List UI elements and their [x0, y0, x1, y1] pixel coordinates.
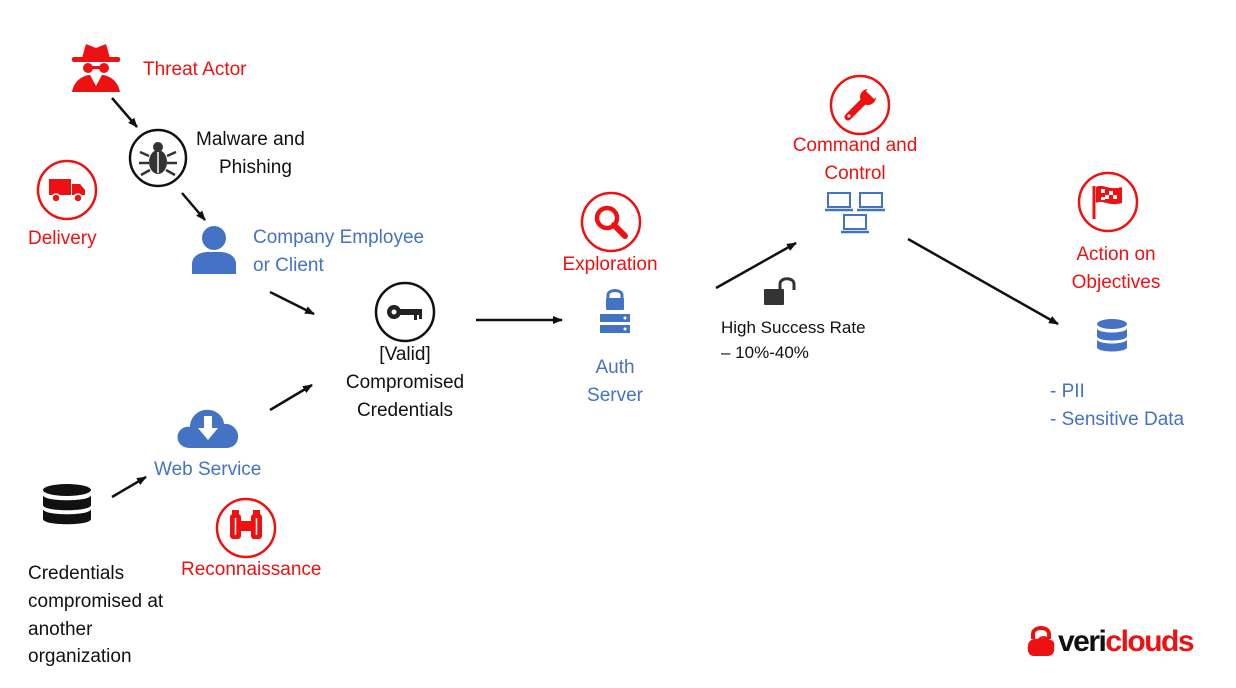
- user-icon: [192, 226, 236, 274]
- other-org-label-line2: compromised at: [28, 591, 164, 612]
- network-icon: [825, 192, 885, 234]
- binoculars-icon: [215, 497, 277, 559]
- logo-text: vericlouds: [1058, 625, 1195, 659]
- action-label-line2: Objectives: [1071, 272, 1161, 293]
- logo-prefix: veri: [1058, 625, 1107, 658]
- malware-label-line2: Phishing: [219, 157, 292, 178]
- unlock-icon: [764, 277, 796, 305]
- employee-label-line1: Company Employee: [253, 227, 425, 248]
- malware-label-line1: Malware and: [196, 129, 305, 150]
- c2-label-line2: Control: [824, 163, 886, 184]
- creds-label-line2: Compromised: [345, 372, 465, 393]
- arrow-malware-to-employee: [181, 192, 206, 221]
- creds-label-line1: [Valid]: [379, 344, 431, 365]
- pii-label: - PII: [1050, 381, 1085, 402]
- action-label-line1: Action on: [1076, 244, 1156, 265]
- spy-icon: [72, 44, 120, 92]
- logo-lock-icon: [1027, 626, 1055, 656]
- employee-label-line2: or Client: [253, 255, 324, 276]
- reconnaissance-label: Reconnaissance: [181, 559, 322, 580]
- threat-actor-label: Threat Actor: [143, 59, 247, 80]
- other-org-label-line3: another: [28, 619, 93, 640]
- logo-suffix: clouds: [1105, 625, 1194, 658]
- auth-label-line2: Server: [587, 385, 643, 406]
- truck-icon: [36, 159, 98, 221]
- exploration-label: Exploration: [562, 254, 658, 275]
- delivery-label: Delivery: [28, 228, 97, 249]
- vericlouds-logo: vericlouds: [1026, 622, 1195, 662]
- other-org-label-line4: organization: [28, 646, 132, 667]
- other-org-label-line1: Credentials: [28, 563, 125, 584]
- search-icon: [580, 191, 642, 253]
- arrow-c2-to-objectives: [907, 237, 1059, 326]
- arrow-threat-to-malware: [111, 97, 138, 128]
- arrow-webservice-to-creds: [269, 383, 313, 412]
- success-label-line2: – 10%-40%: [721, 343, 809, 362]
- arrow-auth-to-c2: [715, 241, 797, 290]
- bug-icon: [128, 128, 188, 188]
- success-label-line1: High Success Rate: [721, 318, 866, 337]
- arrow-db-to-webservice: [111, 475, 147, 499]
- arrow-employee-to-creds: [269, 290, 315, 316]
- sensitive-data-label: - Sensitive Data: [1050, 409, 1185, 430]
- lock-server-icon: [600, 289, 630, 333]
- key-icon: [374, 281, 436, 343]
- wrench-icon: [829, 74, 891, 136]
- web-service-label: Web Service: [154, 459, 262, 480]
- auth-label-line1: Auth: [595, 357, 635, 378]
- database-icon: [43, 484, 91, 525]
- c2-label-line1: Command and: [792, 135, 918, 156]
- database-icon: [1097, 319, 1127, 352]
- flag-icon: [1077, 171, 1139, 233]
- creds-label-line3: Credentials: [356, 400, 454, 421]
- cloud-download-icon: [177, 409, 239, 448]
